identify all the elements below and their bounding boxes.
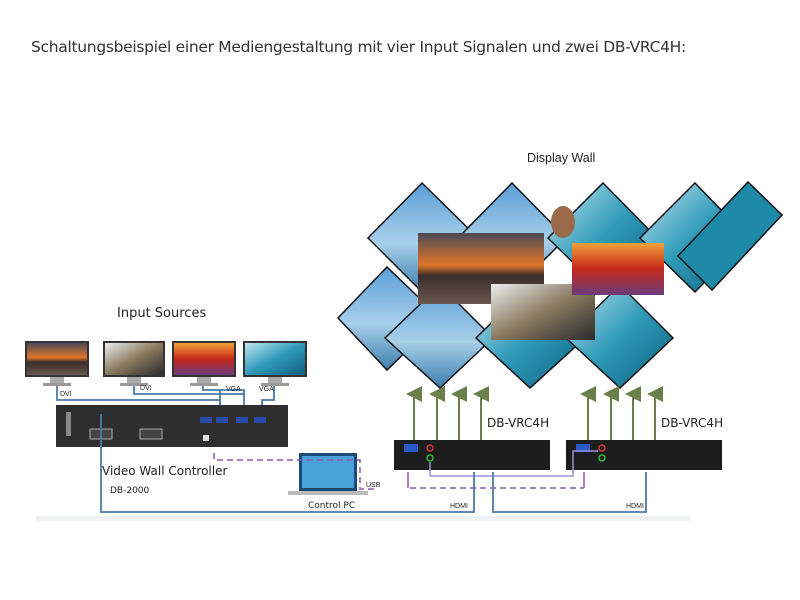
output-arrows bbox=[406, 386, 663, 440]
video-wall-controller bbox=[56, 405, 288, 447]
signal-label-4: VGA bbox=[259, 386, 274, 393]
device-1-model: DB-VRC4H bbox=[487, 416, 550, 430]
controller-title: Video Wall Controller bbox=[102, 464, 228, 478]
vrc4h-devices bbox=[394, 440, 722, 470]
hdmi-label-1: HDMI bbox=[450, 503, 468, 510]
lower-cables bbox=[100, 414, 647, 513]
signal-label-1: DVI bbox=[60, 391, 72, 398]
base-shadow bbox=[36, 516, 690, 521]
device-2-model: DB-VRC4H bbox=[661, 416, 724, 430]
hdmi-label-2: HDMI bbox=[626, 503, 644, 510]
controller-model: DB-2000 bbox=[110, 486, 150, 496]
signal-label-2: DVI bbox=[140, 385, 152, 392]
control-pc-label: Control PC bbox=[308, 501, 356, 511]
input-monitors bbox=[25, 341, 307, 386]
usb-label: USB bbox=[366, 482, 381, 489]
input-sources-title: Input Sources bbox=[117, 306, 207, 321]
display-wall bbox=[336, 180, 784, 390]
display-wall-title: Display Wall bbox=[527, 151, 596, 165]
page-heading: Schaltungsbeispiel einer Mediengestaltun… bbox=[31, 38, 686, 56]
signal-label-3: VGA bbox=[226, 386, 241, 393]
